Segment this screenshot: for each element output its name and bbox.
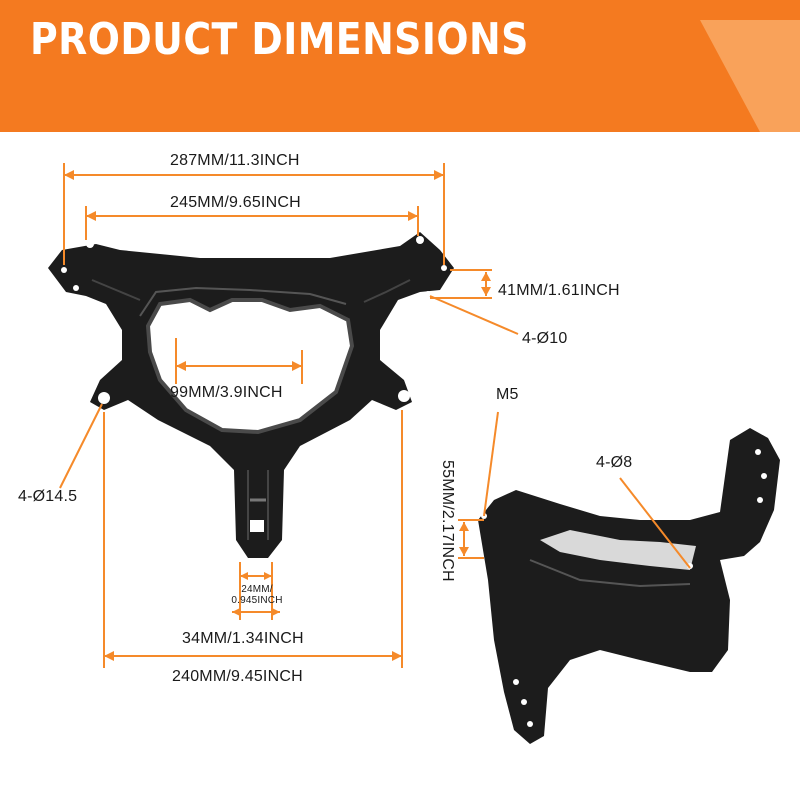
stem-width-line1: 24MM/ [241, 584, 273, 595]
lower-width-label: 240MM/9.45INCH [172, 668, 303, 685]
stem-outer-label: 34MM/1.34INCH [182, 630, 304, 647]
center-holes-label: 99MM/3.9INCH [170, 384, 283, 401]
banner-title: PRODUCT DIMENSIONS [30, 14, 529, 65]
banner-background [0, 0, 800, 132]
stem-width-label: 24MM/ 0.945INCH [224, 584, 290, 606]
mount-width-label: 245MM/9.65INCH [170, 194, 301, 211]
side-view-height-label: 55MM/2.17INCH [439, 460, 456, 582]
dimension-lines [59, 163, 691, 668]
overall-width-label: 287MM/11.3INCH [170, 152, 300, 169]
side-bracket-image [478, 428, 780, 744]
lower-holes-label: 4-Ø14.5 [18, 488, 78, 505]
bolt-label: M5 [496, 386, 519, 403]
side-holes-label: 4-Ø10 [522, 330, 568, 347]
side-view-holes-label: 4-Ø8 [596, 454, 633, 471]
side-height-label: 41MM/1.61INCH [498, 282, 620, 299]
banner-light-stripe [700, 20, 800, 132]
stem-width-line2: 0.945INCH [231, 595, 283, 606]
